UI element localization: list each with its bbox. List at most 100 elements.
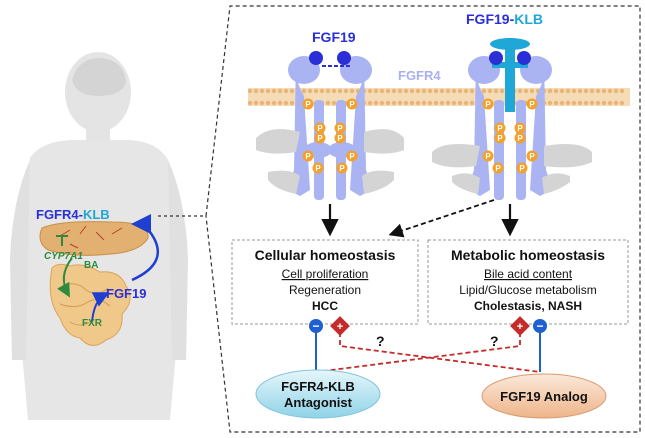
svg-text:−: −	[536, 319, 543, 333]
membrane-bead	[553, 100, 559, 106]
cellular-line3: HCC	[312, 299, 338, 313]
membrane-bead	[271, 88, 277, 94]
phospho-badge: P	[514, 132, 526, 144]
membrane-bead	[445, 100, 451, 106]
klb-coreceptor	[490, 38, 530, 112]
analog-label: FGF19 Analog	[500, 389, 588, 404]
membrane-bead	[385, 88, 391, 94]
membrane-bead	[493, 88, 499, 94]
membrane-bead	[517, 88, 523, 94]
cellular-activate-marker: +	[330, 316, 350, 336]
svg-text:P: P	[317, 124, 323, 133]
phospho-badge: P	[346, 150, 358, 162]
membrane-bead	[487, 88, 493, 94]
svg-text:+: +	[337, 321, 343, 333]
fxr-label: FXR	[82, 318, 103, 329]
svg-text:P: P	[349, 100, 355, 109]
membrane-bead	[559, 100, 565, 106]
svg-text:P: P	[497, 124, 503, 133]
membrane-bead	[409, 100, 415, 106]
left-ligand-label: FGF19	[312, 29, 356, 45]
membrane-bead	[415, 100, 421, 106]
liver-vessels	[59, 225, 123, 249]
membrane-bead	[577, 88, 583, 94]
fgf19-to-liver-arrow	[131, 214, 160, 282]
membrane-bead	[283, 100, 289, 106]
phospho-badge: P	[302, 98, 314, 110]
svg-text:P: P	[315, 164, 321, 173]
phospho-badge: P	[494, 132, 506, 144]
cyp7a1-label: CYP7A1	[44, 251, 83, 262]
membrane-bead	[433, 88, 439, 94]
body-receptor-label: FGFR4-KLB	[36, 207, 110, 222]
membrane-bead	[523, 88, 529, 94]
membrane-bead	[331, 88, 337, 94]
membrane-bead	[283, 88, 289, 94]
membrane-bead	[577, 100, 583, 106]
analog-oval	[481, 373, 607, 419]
membrane-bead	[427, 100, 433, 106]
membrane-bead	[319, 88, 325, 94]
membrane-bead	[547, 88, 553, 94]
phospho-badge: P	[494, 122, 506, 134]
svg-text:P: P	[495, 164, 501, 173]
fgf19-ligand-right	[489, 51, 531, 65]
membrane-bead	[331, 100, 337, 106]
membrane-bead	[559, 88, 565, 94]
membrane-bead	[415, 88, 421, 94]
right-ligand-label: FGF19-KLB	[466, 11, 543, 27]
membrane-bead	[595, 88, 601, 94]
phospho-badge: P	[482, 150, 494, 162]
membrane-bead	[373, 88, 379, 94]
fgfr4-dimer-left	[288, 56, 372, 200]
membrane-bead	[289, 88, 295, 94]
cellular-line2: Regeneration	[289, 283, 361, 297]
svg-text:P: P	[339, 164, 345, 173]
membrane-bead	[565, 88, 571, 94]
svg-text:P: P	[529, 100, 535, 109]
phospho-badge: P	[514, 122, 526, 134]
membrane-bead	[499, 88, 505, 94]
membrane-bead	[259, 100, 265, 106]
metabolic-activate-marker: +	[510, 316, 530, 336]
svg-text:P: P	[337, 134, 343, 143]
svg-text:P: P	[485, 152, 491, 161]
antagonist-line1: FGFR4-KLB	[281, 379, 355, 394]
membrane-bead	[601, 88, 607, 94]
antagonist-inhibit-marker: −	[309, 319, 323, 333]
membrane-bead	[409, 88, 415, 94]
membrane-bead	[391, 100, 397, 106]
question-mark-left: ?	[376, 333, 385, 349]
membrane-bead	[385, 100, 391, 106]
membrane-bead	[439, 100, 445, 106]
membrane-bead	[271, 100, 277, 106]
phospho-badge: P	[482, 98, 494, 110]
metabolic-line3: Cholestasis, NASH	[474, 299, 582, 313]
membrane-bead	[325, 100, 331, 106]
membrane-bead	[421, 88, 427, 94]
membrane-bead	[403, 100, 409, 106]
membrane-bead	[553, 88, 559, 94]
phospho-badge: P	[314, 122, 326, 134]
phospho-badge: P	[334, 122, 346, 134]
membrane-bead	[565, 100, 571, 106]
metabolic-title: Metabolic homeostasis	[451, 247, 605, 263]
membrane-bead	[343, 88, 349, 94]
phospho-badge: P	[314, 132, 326, 144]
membrane-bead	[397, 100, 403, 106]
cross-signal-arrow	[388, 199, 495, 238]
membrane-bead	[583, 100, 589, 106]
liver	[39, 221, 149, 256]
phospho-badge: P	[336, 162, 348, 174]
membrane-bead	[469, 100, 475, 106]
membrane-bead	[373, 100, 379, 106]
membrane-bead	[547, 100, 553, 106]
antagonist-oval	[255, 369, 381, 419]
membrane-bead	[571, 88, 577, 94]
membrane-bead	[619, 88, 625, 94]
phospho-badge: P	[492, 162, 504, 174]
membrane-bead	[307, 88, 313, 94]
membrane-bead	[463, 100, 469, 106]
membrane-bead	[325, 88, 331, 94]
